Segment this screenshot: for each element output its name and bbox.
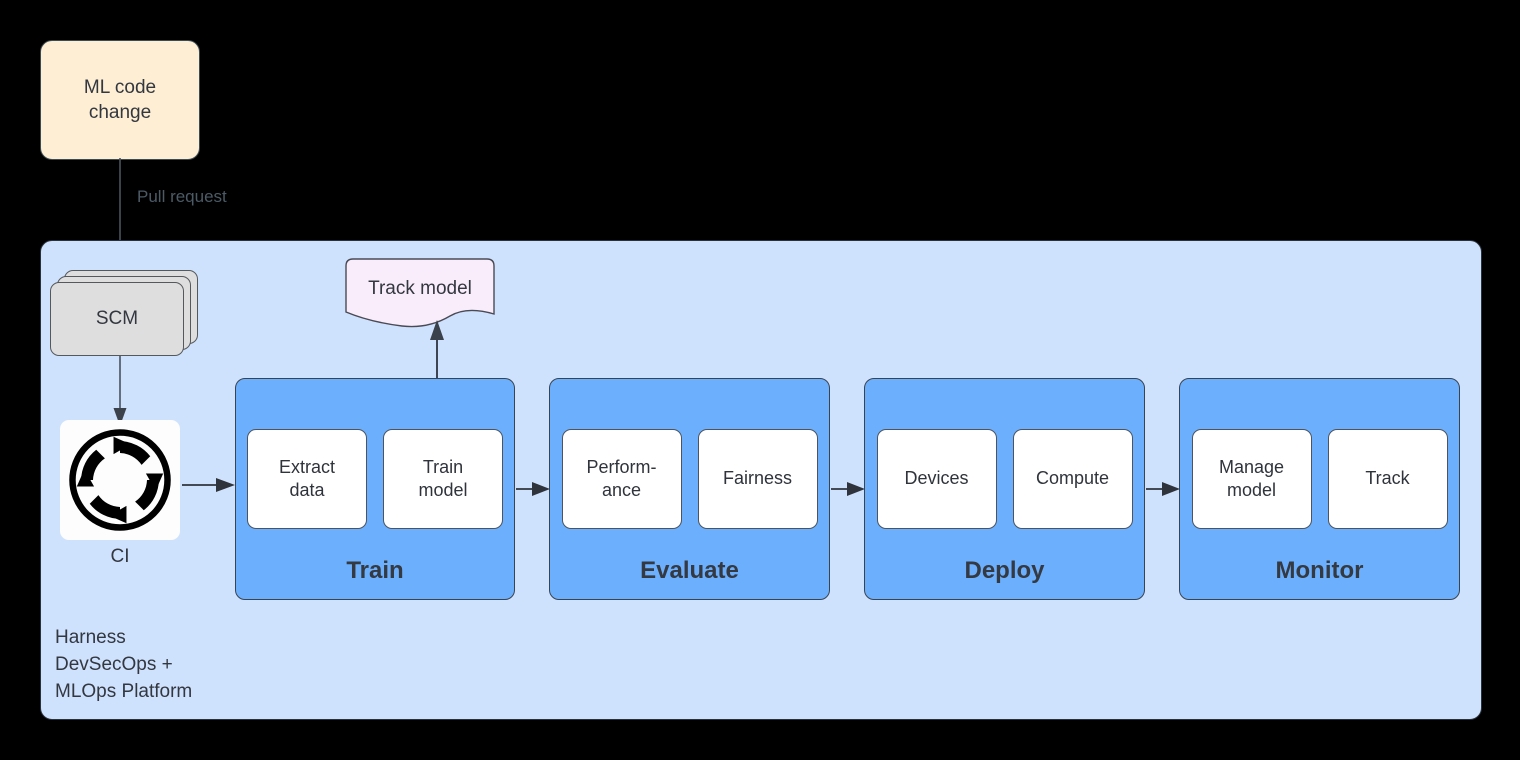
step-manage-model[interactable]: Manage model bbox=[1191, 429, 1312, 529]
connector-ci-to-train bbox=[182, 478, 235, 492]
step-extract-data[interactable]: Extract data bbox=[247, 429, 367, 529]
step-devices[interactable]: Devices bbox=[876, 429, 997, 529]
stage-evaluate-steps: Perform- ance Fairness bbox=[550, 429, 829, 529]
pull-request-label: Pull request bbox=[137, 187, 227, 206]
scm-node[interactable]: SCM bbox=[50, 270, 198, 356]
step-manage-model-label: Manage model bbox=[1218, 456, 1285, 500]
ml-code-change-node[interactable]: ML code change bbox=[40, 40, 200, 160]
connector-train-to-evaluate bbox=[516, 482, 550, 496]
scm-label: SCM bbox=[95, 308, 139, 329]
connector-scm-to-ci bbox=[113, 356, 127, 426]
stage-train-steps: Extract data Train model bbox=[236, 429, 514, 529]
stage-deploy-title: Deploy bbox=[964, 557, 1045, 584]
connector-evaluate-to-deploy bbox=[831, 482, 865, 496]
platform-caption: Harness DevSecOps + MLOps Platform bbox=[55, 627, 193, 702]
step-track-label: Track bbox=[1365, 468, 1410, 489]
circular-arrows-icon bbox=[69, 429, 171, 531]
stage-monitor[interactable]: Manage model Track Monitor bbox=[1179, 378, 1460, 600]
ci-node[interactable] bbox=[60, 420, 180, 540]
step-performance-label: Perform- ance bbox=[586, 456, 657, 500]
step-devices-label: Devices bbox=[904, 468, 969, 489]
document-shape-icon bbox=[345, 258, 495, 328]
track-model-node[interactable]: Track model bbox=[340, 258, 500, 334]
step-fairness[interactable]: Fairness bbox=[697, 429, 818, 529]
step-extract-data-label: Extract data bbox=[278, 456, 335, 500]
step-track[interactable]: Track bbox=[1327, 429, 1448, 529]
scm-stack-layer-front: SCM bbox=[50, 282, 184, 356]
stage-deploy[interactable]: Devices Compute Deploy bbox=[864, 378, 1145, 600]
step-fairness-label: Fairness bbox=[722, 468, 793, 489]
connector-deploy-to-monitor bbox=[1146, 482, 1180, 496]
ml-code-change-label: ML code change bbox=[83, 76, 157, 123]
step-compute[interactable]: Compute bbox=[1012, 429, 1133, 529]
step-compute-label: Compute bbox=[1035, 468, 1110, 489]
stage-train-title: Train bbox=[346, 557, 404, 584]
stage-monitor-title: Monitor bbox=[1275, 557, 1364, 584]
track-model-label: Track model bbox=[368, 278, 472, 299]
step-train-model-label: Train model bbox=[418, 456, 468, 500]
ci-label: CI bbox=[110, 546, 130, 567]
stage-evaluate-title: Evaluate bbox=[640, 557, 739, 584]
stage-deploy-steps: Devices Compute bbox=[865, 429, 1144, 529]
stage-monitor-steps: Manage model Track bbox=[1180, 429, 1459, 529]
stage-evaluate[interactable]: Perform- ance Fairness Evaluate bbox=[549, 378, 830, 600]
step-performance[interactable]: Perform- ance bbox=[561, 429, 682, 529]
step-train-model[interactable]: Train model bbox=[383, 429, 503, 529]
stage-train[interactable]: Extract data Train model Train bbox=[235, 378, 515, 600]
connector-train-to-track-model bbox=[430, 320, 444, 380]
